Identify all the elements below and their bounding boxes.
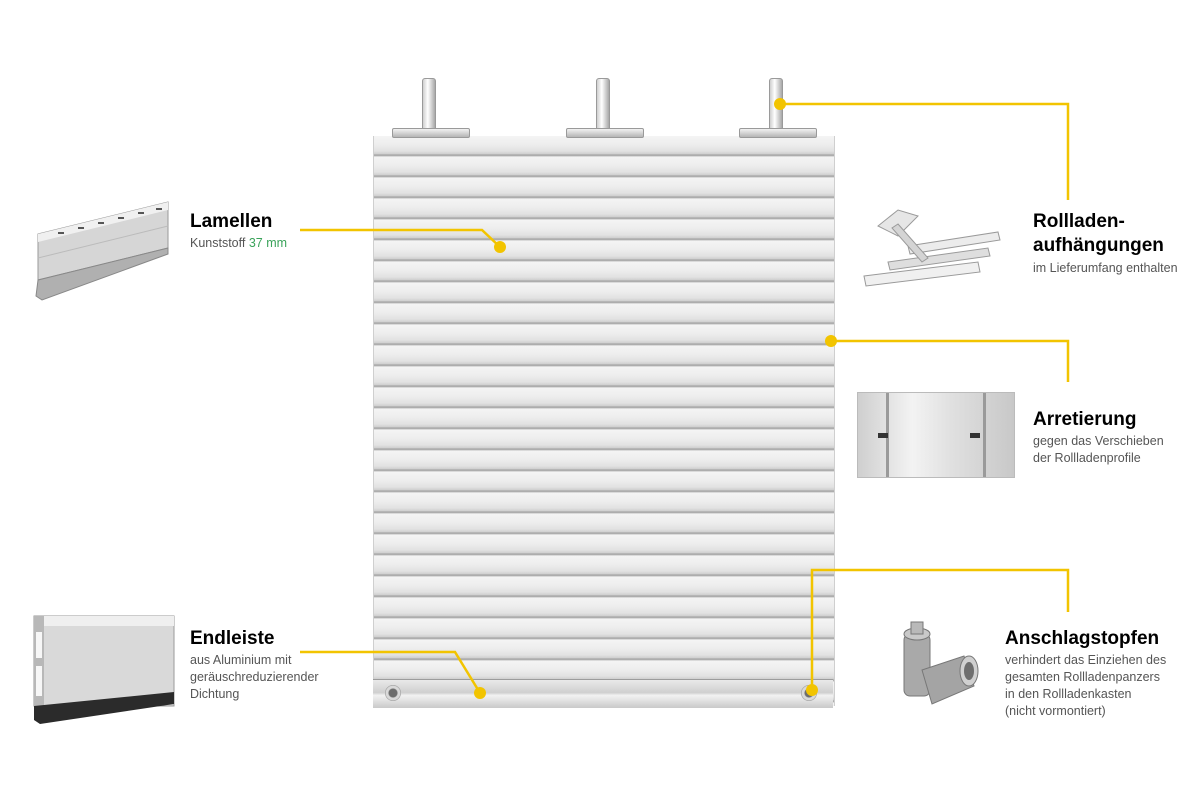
lamellen-profile-image (35, 201, 169, 301)
anschlagstopfen-desc-line1: verhindert das Einziehen des (1005, 653, 1167, 667)
callout-line-endleiste (300, 650, 482, 694)
callout-line-aufhaengungen (780, 102, 1070, 200)
anschlagstopfen-desc-line4: (nicht vormontiert) (1005, 704, 1106, 718)
marker-dot-arretierung (825, 335, 837, 347)
arretierung-title: Arretierung (1033, 409, 1137, 430)
arretierung-notch-left (878, 433, 888, 438)
end-bar-illustration (373, 679, 833, 708)
arretierung-desc-line2: der Rollladenprofile (1033, 451, 1141, 465)
callout-line-lamellen (300, 228, 501, 248)
hanger-plate-2 (566, 128, 644, 138)
endleiste-desc-line3: Dichtung (190, 687, 240, 701)
marker-dot-anschlagstopfen (806, 684, 818, 696)
aufhaengungen-description: im Lieferumfang enthalten (1033, 261, 1178, 275)
aufhaengungen-title-line2: aufhängungen (1033, 235, 1164, 256)
lamellen-title: Lamellen (190, 211, 273, 232)
anschlagstopfen-title: Anschlagstopfen (1005, 628, 1160, 649)
marker-dot-aufhaengungen (774, 98, 786, 110)
endleiste-title: Endleiste (190, 628, 275, 649)
callout-line-anschlagstopfen (810, 568, 1070, 690)
marker-dot-lamellen (494, 241, 506, 253)
anschlagstopfen-desc-line3: in den Rollladenkasten (1005, 687, 1132, 701)
arretierung-image (857, 392, 1015, 478)
hanger-plate-3 (739, 128, 817, 138)
anschlagstopfen-desc-line2: gesamten Rollladenpanzers (1005, 670, 1160, 684)
endleiste-desc-line1: aus Aluminium mit (190, 653, 292, 667)
anschlagstopfen-image (903, 621, 979, 705)
aufhaengungen-title-line1: Rollladen- (1033, 211, 1125, 232)
lamellen-description: Kunststoff 37 mm (190, 235, 287, 252)
endleiste-desc-line2: geräuschreduzierender (190, 670, 319, 684)
arretierung-notch-right (970, 433, 980, 438)
arretierung-desc-line1: gegen das Verschieben (1033, 434, 1164, 448)
end-bar-hole-left (385, 685, 401, 701)
endleiste-profile-image (33, 615, 175, 724)
lamellen-desc-prefix: Kunststoff (190, 236, 249, 250)
arretierung-groove-right (983, 393, 986, 477)
callout-line-arretierung (831, 339, 1070, 382)
lamellen-desc-accent: 37 mm (248, 236, 288, 250)
marker-dot-endleiste (474, 687, 486, 699)
hanger-plate-1 (392, 128, 470, 138)
aufhaengungen-image (863, 209, 1001, 287)
